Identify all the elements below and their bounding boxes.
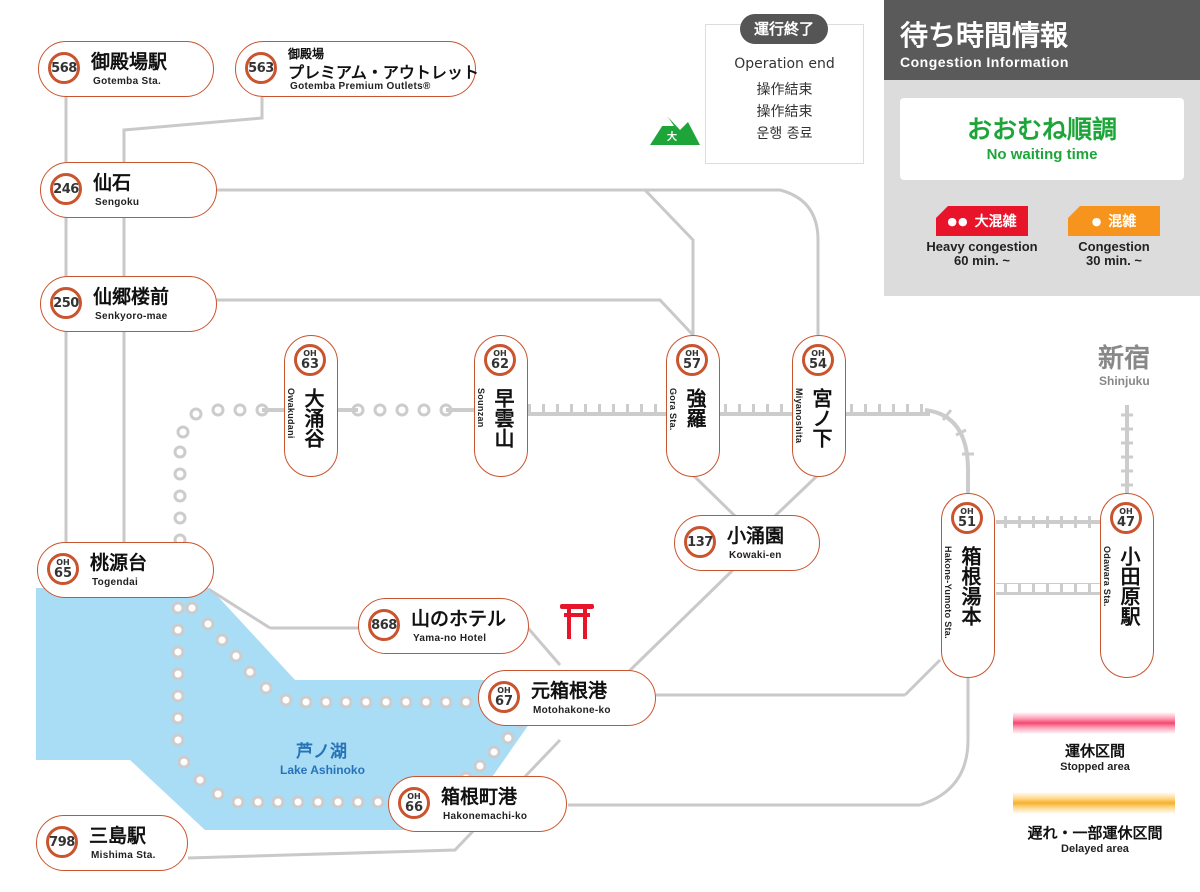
railway-line (720, 404, 794, 416)
mountain-icon (650, 117, 700, 145)
station-senkyoro-mae[interactable]: 250 仙郷楼前 Senkyoro-mae (40, 276, 217, 332)
cable-car-line (528, 404, 668, 416)
bus-routes (64, 95, 970, 860)
delayed-area-label-jp: 遅れ・一部運休区間 (1027, 824, 1163, 842)
shinjuku-label-en: Shinjuku (1099, 374, 1150, 388)
station-code-badge: 868 (368, 609, 400, 641)
operation-end-tag: 運行終了 (740, 14, 828, 44)
operation-end-box (705, 24, 864, 164)
station-code-badge: 137 (684, 526, 716, 558)
status-jp: おおむね順調 (966, 115, 1117, 144)
operation-end-text: 操作結束 (756, 82, 813, 98)
stopped-area-swatch (1013, 712, 1175, 734)
mountain-label: 大 (667, 132, 677, 143)
station-code-badge: 798 (46, 826, 78, 858)
station-kowakien[interactable]: 137 小涌園 Kowaki-en (674, 515, 820, 571)
station-code-badge: 563 (245, 52, 277, 84)
station-gotemba[interactable]: 568 御殿場駅 Gotemba Sta. (38, 41, 214, 97)
stopped-area-label-en: Stopped area (1060, 761, 1130, 773)
station-sengoku[interactable]: 246 仙石 Sengoku (40, 162, 217, 218)
station-code-badge: 246 (50, 173, 82, 205)
ropeway (173, 403, 453, 547)
railway-line (846, 404, 930, 416)
delayed-area-swatch (1013, 792, 1175, 814)
person-icon: ● (1091, 214, 1103, 228)
lake-ashinoko (36, 588, 560, 830)
delayed-area-label-en: Delayed area (1061, 843, 1129, 855)
railway-line (996, 516, 1100, 528)
panel-header: 待ち時間情報 Congestion Information (884, 0, 1200, 80)
station-code-badge: 568 (48, 52, 80, 84)
stopped-area-label-jp: 運休区間 (1064, 742, 1125, 760)
panel-title-en: Congestion Information (900, 54, 1069, 70)
congestion-panel: 待ち時間情報 Congestion Information おおむね順調 No … (884, 0, 1200, 296)
torii-icon (560, 604, 594, 639)
operation-end-text: 操作結束 (756, 104, 813, 120)
station-mishima[interactable]: 798 三島駅 Mishima Sta. (36, 815, 188, 871)
boat-route (171, 601, 527, 809)
operation-end-text: 운행 종료 (756, 126, 813, 142)
lake-label-en: Lake Ashinoko (280, 763, 365, 777)
status-en: No waiting time (986, 146, 1098, 163)
lake-label-jp: 芦ノ湖 (296, 742, 347, 762)
people-icon: ●● (947, 214, 969, 228)
station-yama-no-hotel[interactable]: 868 山のホテル Yama-no Hotel (358, 598, 529, 654)
congestion-tag: ●混雑 (1068, 206, 1160, 236)
panel-title-jp: 待ち時間情報 (900, 19, 1069, 52)
operation-end-text: Operation end (734, 56, 835, 72)
shinjuku-label-jp: 新宿 (1098, 344, 1151, 374)
station-code-badge: 250 (50, 287, 82, 319)
station-gotemba-outlets[interactable]: 563 御殿場 プレミアム・アウトレット Gotemba Premium Out… (235, 41, 479, 97)
status-card: おおむね順調 No waiting time (900, 98, 1184, 180)
railway-line (996, 583, 1100, 595)
heavy-congestion-tag: ●●大混雑 (936, 206, 1028, 236)
